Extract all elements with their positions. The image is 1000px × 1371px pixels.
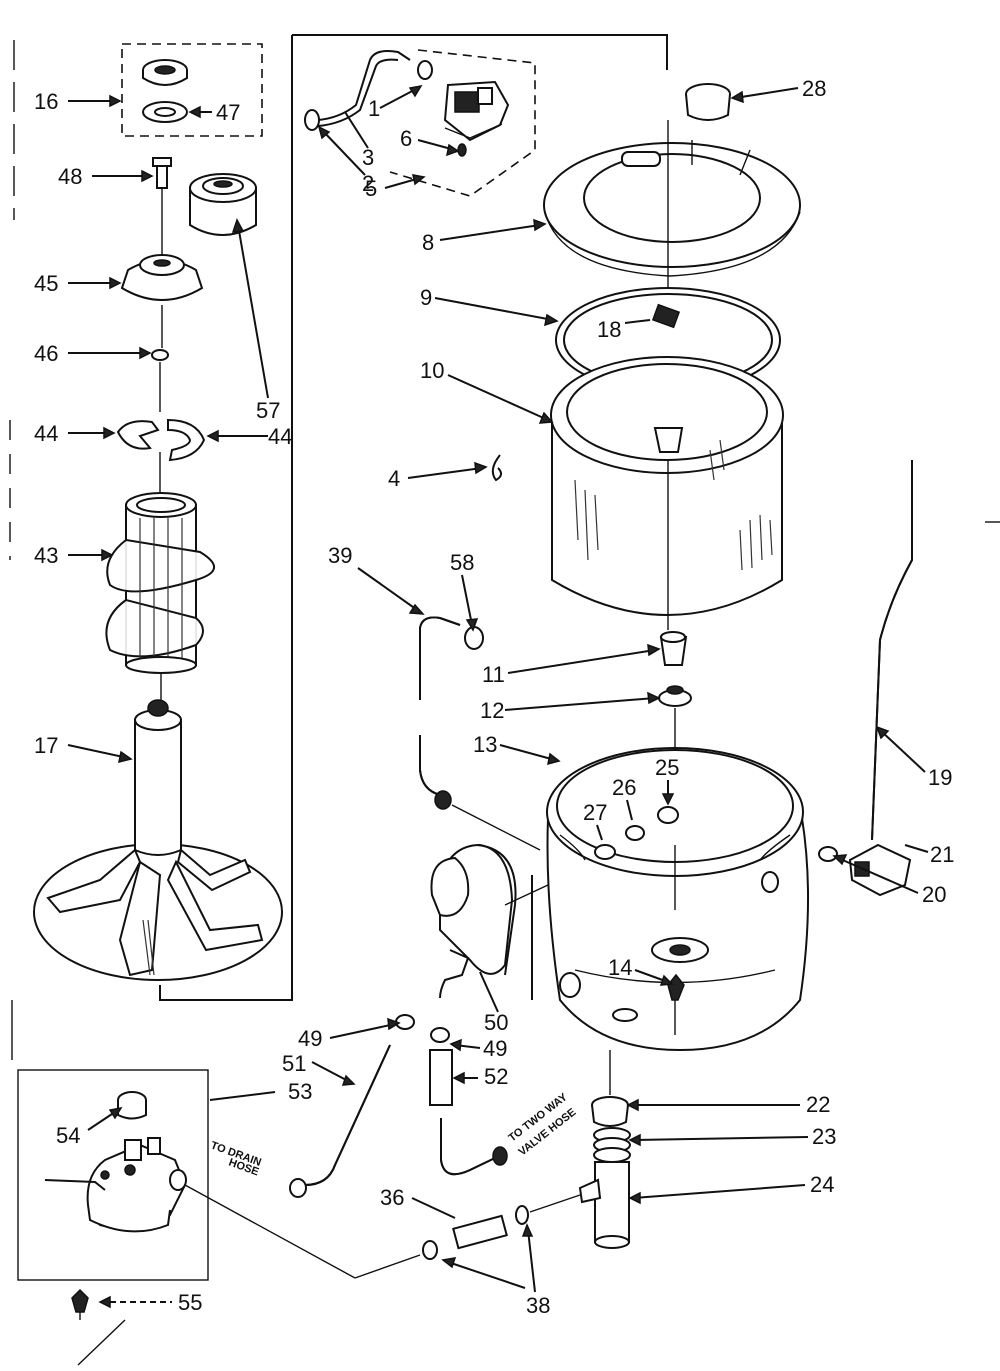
callout-5: 5 [365,176,377,201]
callout-54: 54 [56,1123,80,1148]
part-55-screw [71,1288,89,1320]
callout-4: 4 [388,466,400,491]
callout-25: 25 [655,755,679,780]
agitator-group-bracket [159,34,668,1001]
part-26-washer [625,825,645,841]
callout-57: 57 [256,398,280,423]
part-51-drain-hose [289,1044,391,1198]
part-44-clip-right [167,418,206,462]
callout-1: 1 [368,96,380,121]
part-38-clamp-left [422,1240,438,1260]
part-25-washer [657,806,679,824]
callout-39: 39 [328,543,352,568]
part-44-clip-left [116,420,160,450]
callout-6: 6 [400,126,412,151]
callout-55: 55 [178,1290,202,1315]
callout-19: 19 [928,765,952,790]
callout-43: 43 [34,543,58,568]
callout-38: 38 [526,1293,550,1318]
part-21-pressure-switch [848,843,912,897]
callout-44-left: 44 [34,421,58,446]
part-36-hose [452,1214,508,1250]
callout-50: 50 [484,1010,508,1035]
part-10-spin-basket [550,356,784,616]
part-8-tub-ring [543,120,801,305]
callout-52: 52 [484,1064,508,1089]
fill-valve-assembly [304,49,536,197]
callout-58: 58 [450,550,474,575]
callout-28: 28 [802,76,826,101]
callout-26: 26 [612,775,636,800]
part-49-clamp-left [395,1014,415,1030]
part-57-dispenser-cup [189,173,257,236]
part-24-tee-hose [578,1161,630,1249]
part-49-clamp-right [430,1027,450,1043]
left-edge-marks [9,40,1000,1060]
part-17-agitator [33,699,283,981]
callout-46: 46 [34,341,58,366]
part-23-bellows [593,1127,631,1163]
part-19-pressure-hose [871,460,913,841]
callout-16: 16 [34,89,58,114]
callout-21: 21 [930,842,954,867]
callout-labels: 16 47 48 45 46 57 44 44 43 17 1 3 2 6 5 … [34,76,954,1318]
part-39-hose [419,616,541,851]
callout-27: 27 [583,800,607,825]
part-45-agitator-cap [120,254,204,301]
part-48-bolt [152,157,172,189]
callout-14: 14 [608,955,632,980]
callout-51: 51 [282,1051,306,1076]
callout-20: 20 [922,882,946,907]
callout-8: 8 [422,230,434,255]
part-43-auger [105,492,215,674]
callout-49-right: 49 [483,1036,507,1061]
part-20-nut [818,846,838,862]
callout-12: 12 [480,698,504,723]
group-box-16 [121,43,263,137]
callout-17: 17 [34,733,58,758]
group-box-53 [17,1069,209,1281]
callout-13: 13 [473,732,497,757]
part-46-washer [151,349,169,361]
callout-11: 11 [482,662,505,687]
callout-53: 53 [288,1079,312,1104]
callout-45: 45 [34,271,58,296]
part-16-cap [142,59,188,86]
part-12-seal [658,685,692,707]
part-22-outlet-seal [591,1096,629,1127]
callout-47: 47 [216,100,240,125]
part-13-outer-tub [546,747,809,1052]
part-53-motor-assembly [44,1091,187,1233]
part-38-clamp-right [515,1205,529,1225]
callout-23: 23 [812,1124,836,1149]
part-52-hose [429,1049,508,1176]
part-58-clamp [464,626,484,650]
callout-22: 22 [806,1092,830,1117]
part-4-spring [491,454,502,482]
part-18-nut [651,303,681,329]
callout-24: 24 [810,1172,834,1197]
callout-10: 10 [420,358,444,383]
part-14-bolt [667,973,685,1035]
callout-3: 3 [362,145,374,170]
leader-lines [67,84,929,1309]
part-28-cap [685,83,731,121]
callout-48: 48 [58,164,82,189]
part-11-hub [659,631,688,666]
hose-notes: TO DRAIN HOSE TO TWO WAY VALVE HOSE [209,1091,578,1179]
callout-36: 36 [380,1185,404,1210]
part-50-pump [430,843,549,999]
callout-9: 9 [420,285,432,310]
part-27-washer [594,844,616,860]
callout-18: 18 [597,317,621,342]
part-47-seal [142,101,188,123]
callout-44-right: 44 [268,424,292,449]
agitator-assembly [33,59,283,981]
callout-49-left: 49 [298,1026,322,1051]
callout-2: 2 [362,171,374,196]
